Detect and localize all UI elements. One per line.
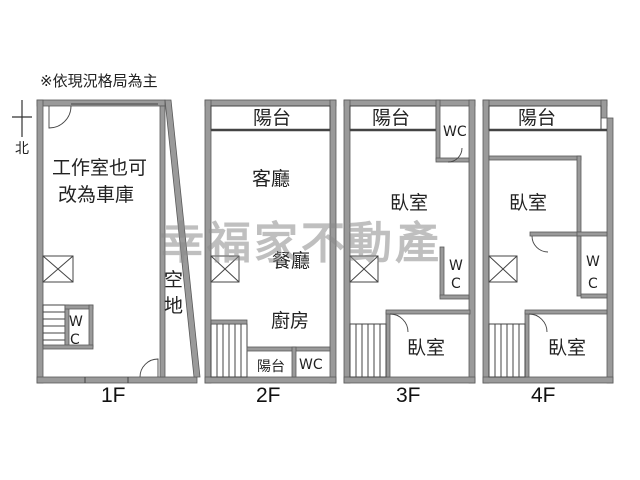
room-label: 工作室也可 [52,157,147,179]
floor-plan-1f: 工作室也可 改為車庫 空 地 W C 1F [36,99,201,407]
wall [606,117,614,384]
floor-label: 1F [101,384,126,407]
stairs [210,319,248,378]
room-label: 改為車庫 [58,184,134,206]
wall [435,157,470,163]
room-label: 陽台 [257,359,285,375]
north-label: 北 [15,141,29,157]
room-label: 陽台 [518,107,556,129]
wall [468,99,476,384]
room-label: 臥室 [407,337,445,359]
floor-label: 2F [256,384,281,407]
wall [482,99,490,384]
lift-box [42,255,74,283]
floor-plan-3f: 陽台 WC 臥室 W C 臥室 3F [343,99,476,407]
wall [164,99,201,378]
lift-box [488,255,518,283]
wall [435,99,441,161]
room-label: 地 [164,295,183,317]
wall [42,344,94,350]
room-label: 臥室 [390,192,428,214]
wall [524,311,530,378]
wall [600,99,608,119]
wall [204,99,337,107]
wall [576,231,608,237]
room-label: 陽台 [372,107,410,129]
wall [159,105,166,378]
door [139,358,159,378]
floor-label: 3F [396,384,421,407]
wall [576,155,582,235]
watermark: 幸福家不動產 [160,218,442,269]
wall [291,346,297,378]
wall [88,304,94,348]
wall [343,99,476,107]
floor-label: 4F [531,384,556,407]
wall [482,376,614,384]
door [447,147,463,163]
room-label: 廚房 [271,309,309,332]
wall [385,311,391,378]
room-label: 臥室 [548,337,586,359]
wall [580,293,608,299]
room-label: 客廳 [252,168,290,190]
stairs [488,323,526,378]
lift-box [349,255,379,283]
wall [482,99,608,107]
floor-plan-4f: 陽台 臥室 W C 臥室 4F [482,99,614,407]
wall [246,346,331,352]
wall [524,309,608,315]
wall [488,155,582,161]
room-label: 臥室 [509,192,547,214]
wall [36,99,44,384]
wall [343,376,476,384]
wall [36,99,166,107]
door [528,313,548,333]
door [531,235,549,253]
floor-plan-2f: 陽台 客廳 餐廳 廚房 陽台 WC 2F [204,99,337,407]
wc-label: W [449,258,463,274]
wc-label: WC [443,124,467,140]
wc-label: W [586,254,600,270]
wc-label: W [69,314,83,330]
lift-box [210,255,240,283]
wc-label: C [70,332,80,348]
stairs [42,304,66,348]
wc-label: C [451,276,461,292]
wc-label: C [588,276,598,292]
wall [204,376,337,384]
wc-label: WC [299,357,323,373]
wall [36,376,198,384]
wall [529,231,582,237]
layout-note: ※依現況格局為主 [40,72,158,90]
room-label: 餐廳 [272,250,310,272]
wall [439,294,470,300]
door [389,313,409,333]
wall [576,235,582,297]
room-label: 空 [164,269,183,291]
wall [385,309,471,315]
north-arrow: 北 [12,100,32,157]
room-label: 陽台 [253,107,291,129]
door [48,105,72,129]
stairs [349,323,387,378]
